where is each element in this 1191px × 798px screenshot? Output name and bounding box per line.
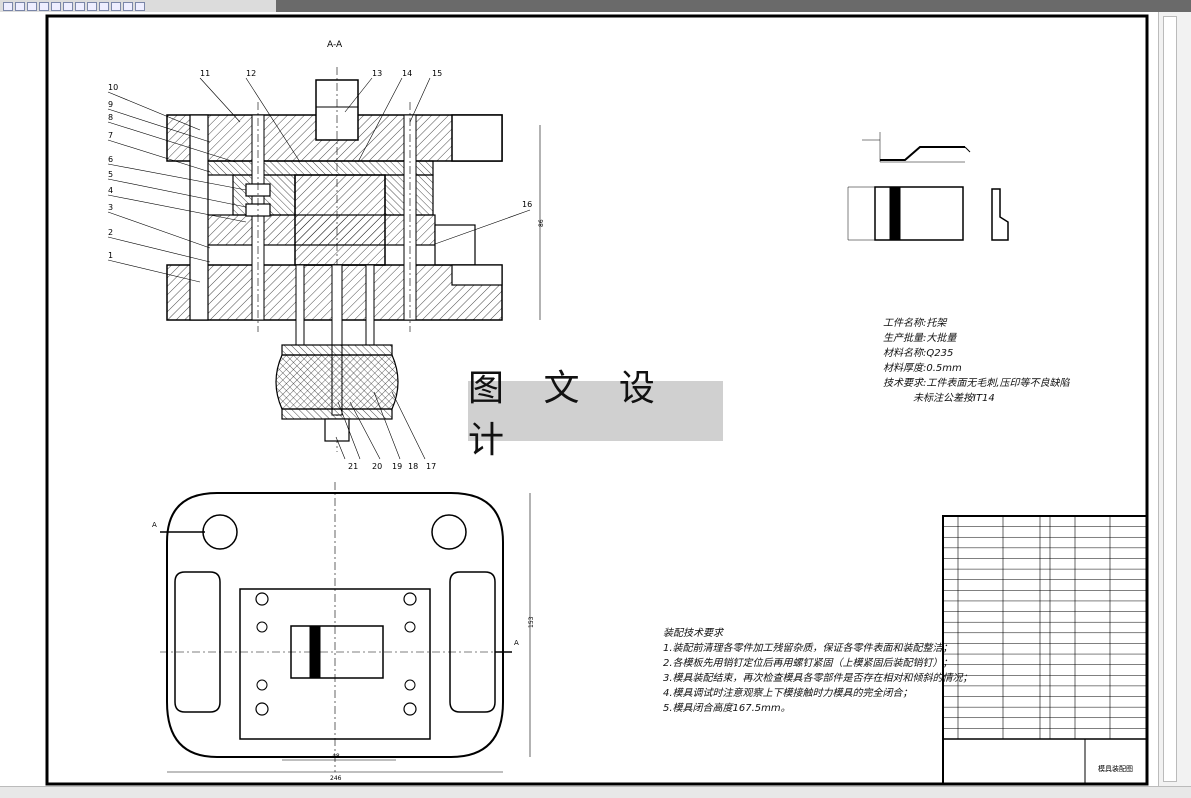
pan-icon[interactable] [63, 1, 73, 11]
spec-requirement: 技术要求:工件表面无毛刺,压印等不良缺陷 [883, 378, 1070, 389]
view-marker: A [152, 521, 157, 529]
horizontal-scrollbar[interactable] [0, 786, 1191, 798]
title-block-title: 模具装配图 [1098, 764, 1133, 773]
part-number: 15 [432, 69, 442, 78]
part-number: 12 [246, 69, 256, 78]
drawing-frame [45, 14, 1149, 786]
part-number: 9 [108, 100, 113, 109]
section-view: A-A 86 [166, 40, 545, 452]
plan-view: A A 246 48 153 [152, 482, 535, 782]
part-number: 10 [108, 83, 118, 92]
dim-width: 246 [330, 775, 342, 782]
help-icon[interactable] [135, 1, 145, 11]
note-item: 4.模具调试时注意观察上下模接触时力模具的完全闭合； [663, 688, 913, 699]
part-number: 21 [348, 462, 358, 471]
dim-side: 86 [538, 219, 545, 227]
note-item: 5.模具闭合高度167.5mm。 [663, 703, 791, 714]
toolbar [0, 0, 1191, 12]
measure-icon[interactable] [111, 1, 121, 11]
grid-icon[interactable] [87, 1, 97, 11]
zoom-icon[interactable] [51, 1, 61, 11]
part-number: 17 [426, 462, 436, 471]
part-number: 4 [108, 186, 113, 195]
part-number: 11 [200, 69, 210, 78]
toolbar-strip [0, 0, 276, 12]
snap-icon[interactable] [99, 1, 109, 11]
part-number: 18 [408, 462, 418, 471]
spec-tolerance: 未标注公差按IT14 [913, 393, 995, 404]
title-block: 模具装配图 [942, 515, 1148, 785]
note-item: 2.各模板先用销钉定位后再用螺钉紧固（上模紧固后装配销钉）； [663, 658, 953, 669]
cad-drawing: A-A 86 [45, 14, 1149, 786]
save-icon[interactable] [27, 1, 37, 11]
watermark: 图 文 设 计 [468, 368, 723, 461]
part-number: 16 [522, 200, 532, 209]
vertical-scrollbar[interactable] [1158, 12, 1191, 786]
workpiece-views [847, 132, 1009, 241]
part-number: 2 [108, 228, 113, 237]
cut-icon[interactable] [123, 1, 133, 11]
section-label: A-A [327, 40, 343, 50]
part-numbers: 1 2 3 4 5 6 7 8 9 10 11 12 13 14 15 16 1… [108, 69, 532, 471]
part-number: 3 [108, 203, 113, 212]
dim-height: 153 [528, 616, 535, 628]
spec-material: 材料名称:Q235 [883, 348, 954, 359]
drawing-canvas[interactable]: A-A 86 [0, 12, 1158, 786]
spec-thickness: 材料厚度:0.5mm [883, 363, 962, 374]
part-number: 19 [392, 462, 402, 471]
part-number: 7 [108, 131, 113, 140]
assembly-notes: 装配技术要求 1.装配前清理各零件加工残留杂质，保证各零件表面和装配整洁； 2.… [663, 626, 973, 716]
layer-icon[interactable] [75, 1, 85, 11]
notes-title: 装配技术要求 [663, 628, 723, 639]
workpiece-specs: 工件名称:托架 生产批量:大批量 材料名称:Q235 材料厚度:0.5mm 技术… [883, 316, 1070, 406]
open-icon[interactable] [15, 1, 25, 11]
part-number: 20 [372, 462, 382, 471]
part-number: 1 [108, 251, 113, 260]
view-marker: A [514, 639, 519, 647]
new-icon[interactable] [3, 1, 13, 11]
note-item: 1.装配前清理各零件加工残留杂质，保证各零件表面和装配整洁； [663, 643, 953, 654]
spec-volume: 生产批量:大批量 [883, 333, 957, 344]
part-number: 13 [372, 69, 382, 78]
scroll-rail[interactable] [1163, 16, 1177, 782]
print-icon[interactable] [39, 1, 49, 11]
part-callouts [107, 77, 531, 460]
note-item: 3.模具装配结束，再次检查模具各零部件是否存在相对和倾斜的情况； [663, 673, 973, 684]
dim-inner: 48 [332, 753, 340, 760]
part-number: 8 [108, 113, 113, 122]
part-number: 5 [108, 170, 113, 179]
part-number: 6 [108, 155, 113, 164]
part-number: 14 [402, 69, 412, 78]
spec-name: 工件名称:托架 [883, 318, 947, 329]
